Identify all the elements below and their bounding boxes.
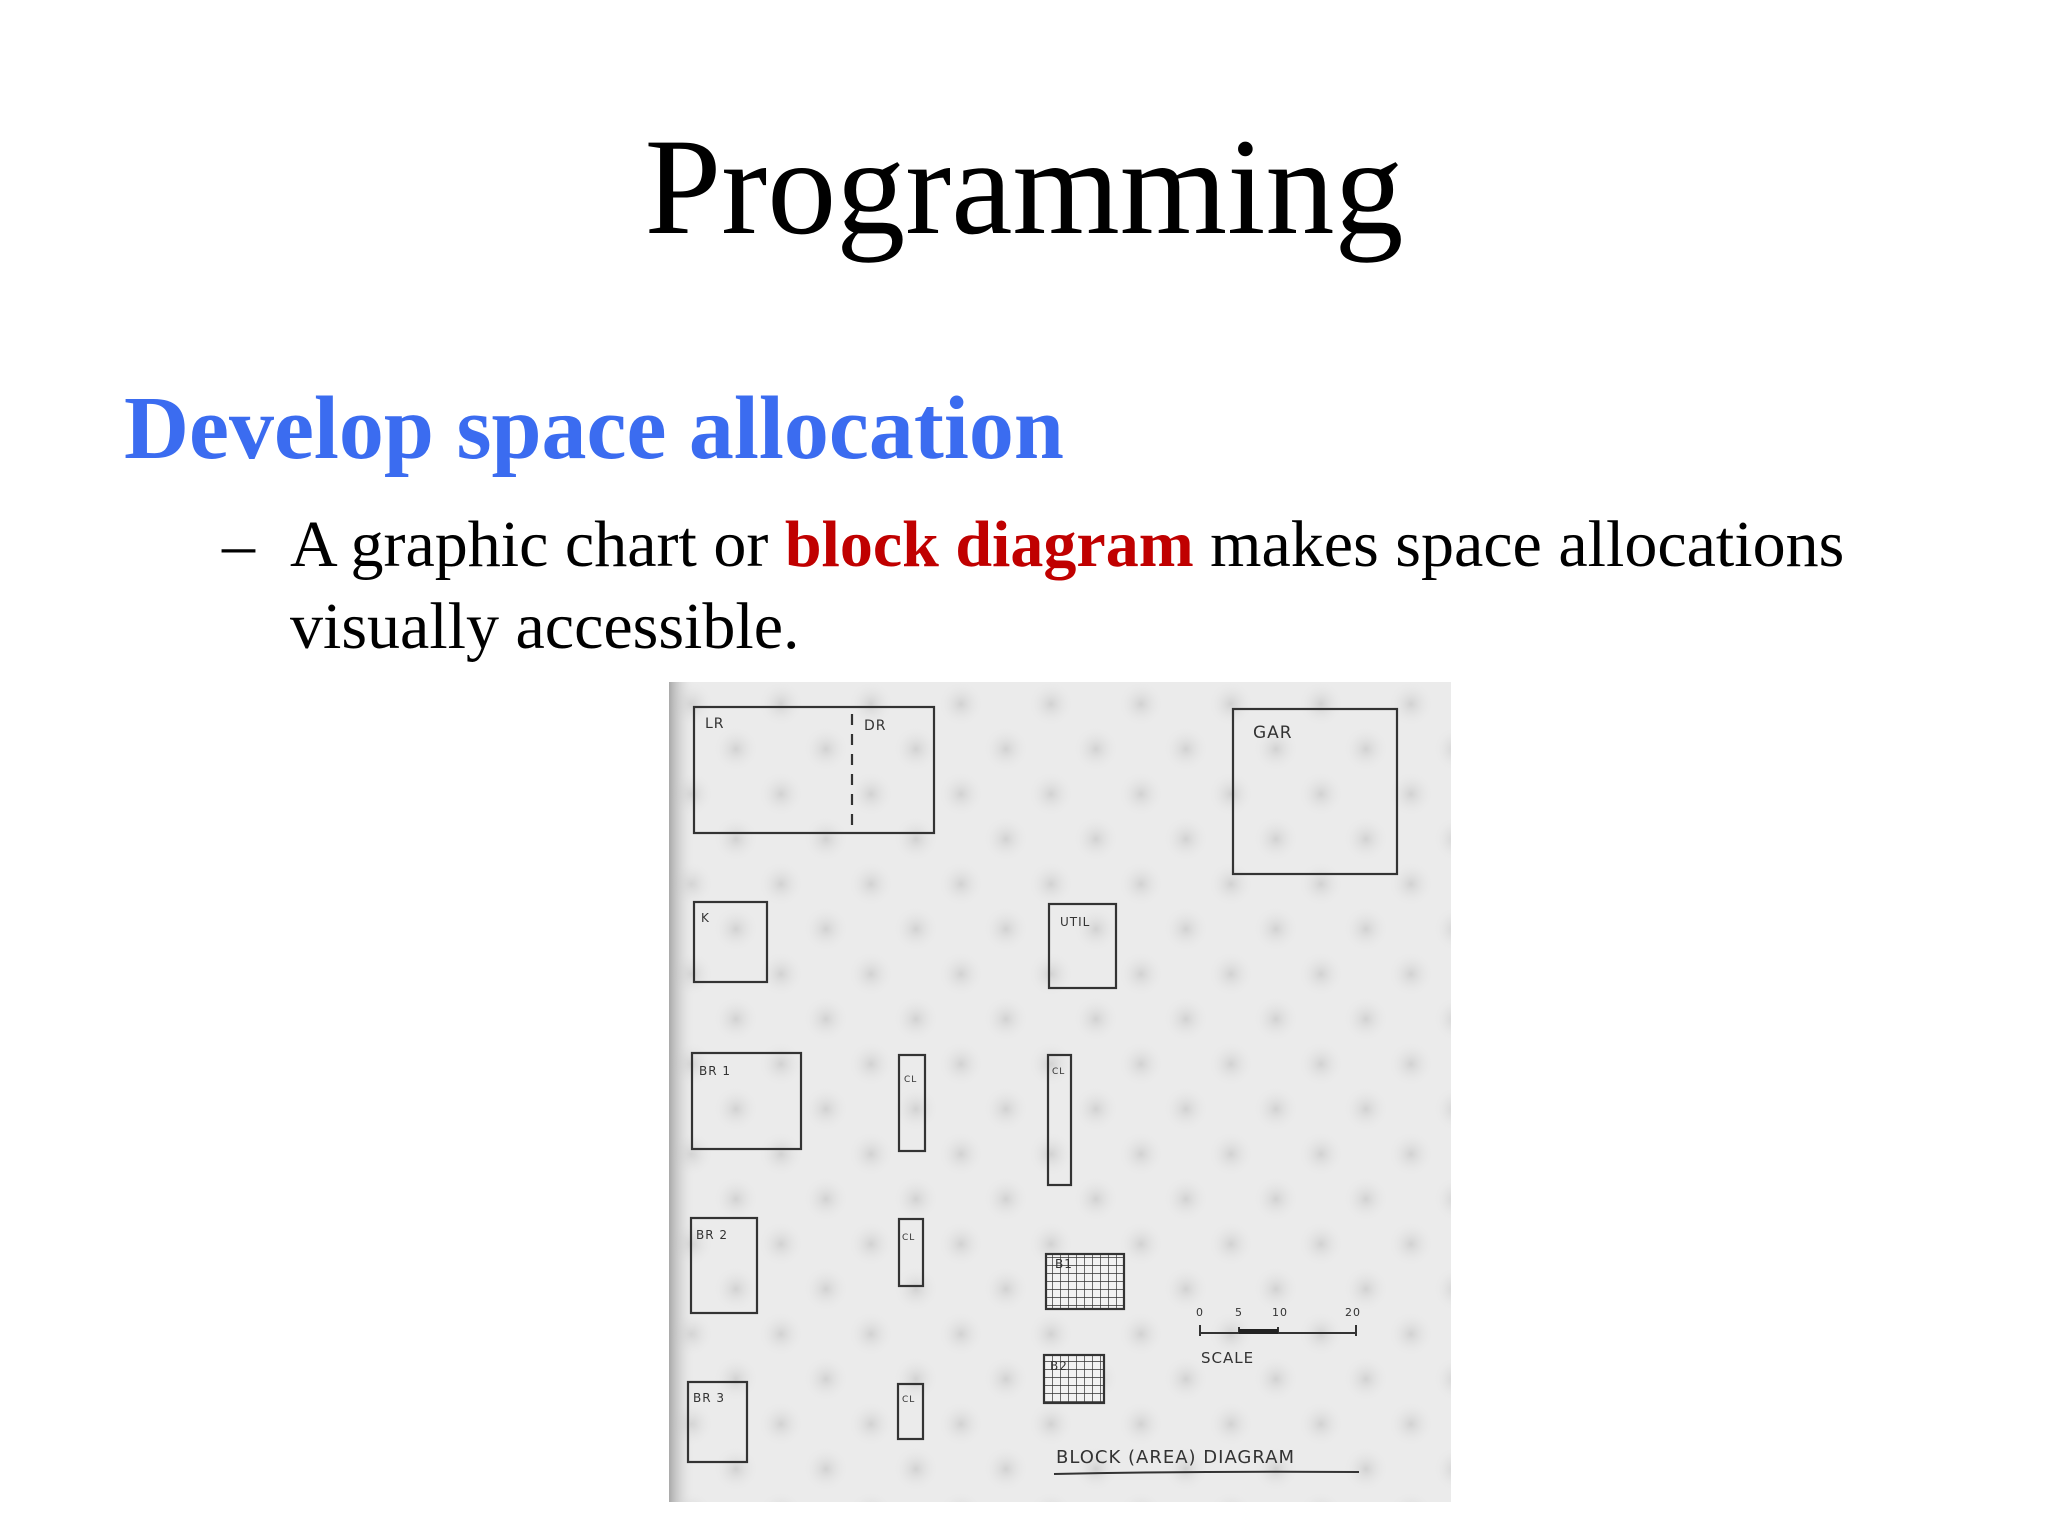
- label-cl-2: CL: [1052, 1067, 1065, 1077]
- block-util: [1047, 902, 1118, 990]
- label-b1: B1: [1055, 1257, 1073, 1271]
- label-util: UTIL: [1060, 915, 1090, 929]
- block-br1: [690, 1051, 803, 1151]
- scale-tick-20: 20: [1345, 1306, 1361, 1319]
- label-dr: DR: [864, 718, 887, 734]
- slide-title: Programming: [644, 110, 1404, 263]
- bullet-emphasis: block diagram: [784, 508, 1194, 581]
- scale-tick-5: 5: [1235, 1306, 1243, 1319]
- block-cl-1: [897, 1053, 927, 1153]
- block-b2: [1042, 1353, 1106, 1405]
- block-cl-4: [896, 1382, 925, 1441]
- blocks: [686, 705, 1399, 1464]
- scale-tick-10: 10: [1272, 1306, 1288, 1319]
- block-cl-3: [897, 1217, 925, 1288]
- block-br2: [689, 1216, 759, 1315]
- caption-underline: [1053, 1470, 1360, 1475]
- block-lr-dr: [692, 705, 936, 835]
- label-br2: BR 2: [696, 1228, 728, 1242]
- label-cl-3: CL: [902, 1233, 915, 1243]
- label-br3: BR 3: [693, 1391, 725, 1405]
- scale-bar: 0 5 10 20 SCALE: [1196, 1306, 1361, 1367]
- block-cl-2: [1046, 1053, 1073, 1187]
- bullet-text: A graphic chart or block diagram makes s…: [290, 504, 2000, 668]
- bullet-text-before: A graphic chart or: [290, 508, 785, 581]
- section-heading: Develop space allocation: [124, 379, 1064, 478]
- bullet-text-after: makes space allocations visually accessi…: [290, 508, 1845, 663]
- block-diagram-image: LR DR GAR K UTIL BR 1 CL CL BR 2 CL BR 3…: [669, 682, 1451, 1502]
- block-gar: [1231, 707, 1399, 876]
- bullet-dash: –: [222, 508, 255, 581]
- block-k: [692, 900, 769, 984]
- block-diagram-figure: LR DR GAR K UTIL BR 1 CL CL BR 2 CL BR 3…: [669, 682, 1451, 1502]
- label-k: K: [701, 911, 710, 925]
- label-br1: BR 1: [699, 1064, 731, 1078]
- block-b1: [1044, 1252, 1126, 1311]
- label-gar: GAR: [1253, 723, 1293, 743]
- page-shadow: [669, 682, 695, 1502]
- diagram-caption: BLOCK (AREA) DIAGRAM: [1056, 1447, 1295, 1468]
- scale-label: SCALE: [1201, 1349, 1254, 1367]
- label-b2: B2: [1050, 1359, 1068, 1373]
- scale-segment: [1239, 1329, 1278, 1334]
- label-cl-4: CL: [902, 1395, 915, 1405]
- scale-tick-0: 0: [1196, 1306, 1204, 1319]
- label-cl-1: CL: [904, 1075, 917, 1085]
- label-lr: LR: [705, 716, 725, 732]
- block-br3: [686, 1380, 749, 1464]
